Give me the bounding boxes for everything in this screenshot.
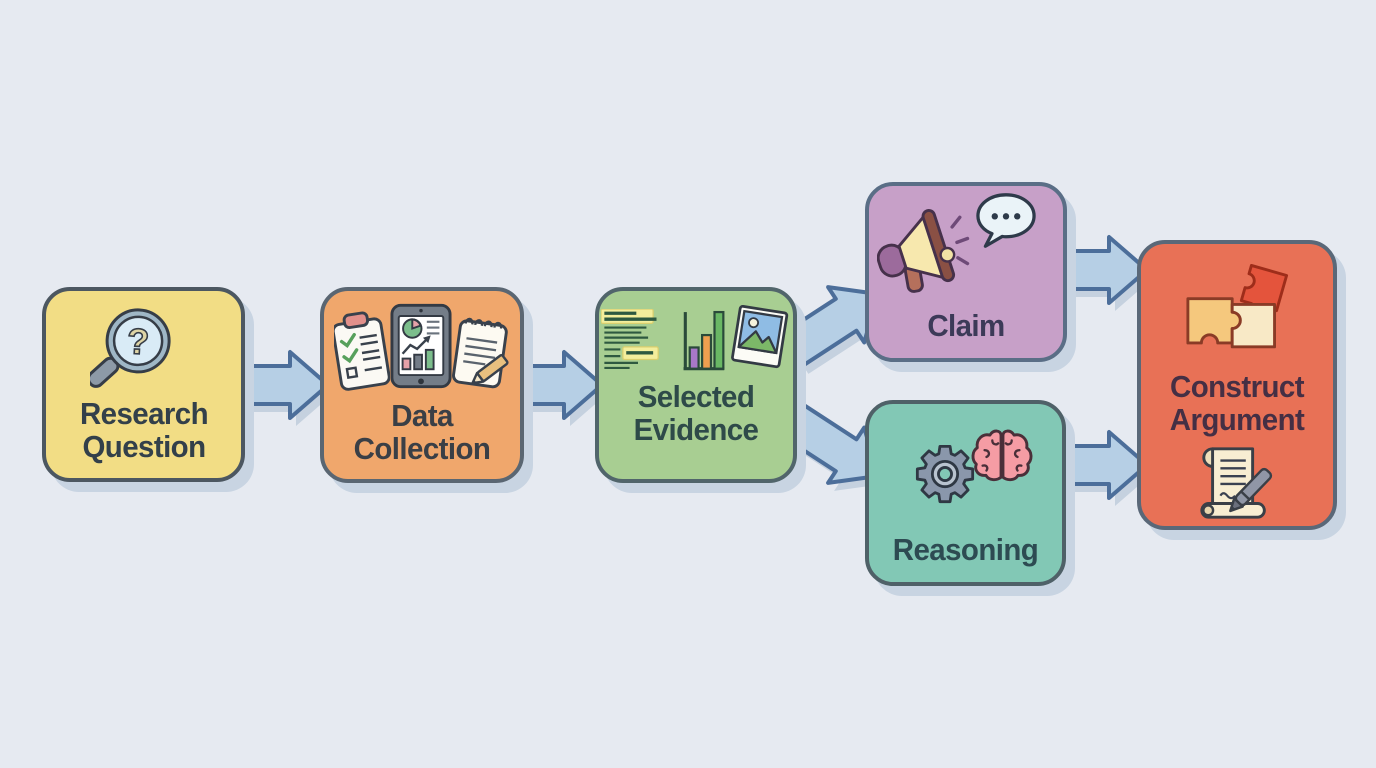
flow-arrow-reasoning-to-construct-argument: [1060, 430, 1149, 500]
speech-bubble-icon: [976, 193, 1036, 248]
claim-icons: [869, 186, 1063, 306]
gear-icon: [915, 444, 975, 504]
bar-chart-icon: [683, 310, 725, 371]
flow-arrow-claim-to-construct-argument: [1060, 235, 1149, 305]
reasoning-icons: [869, 404, 1062, 524]
selected-evidence-icons: [601, 305, 791, 374]
photo-polaroid-icon: [731, 305, 789, 369]
node-label: Research Question: [79, 396, 208, 465]
tablet-analytics-icon: [390, 303, 452, 389]
node-label: Data Collection: [353, 398, 491, 467]
magnifier-question-icon: ?: [89, 308, 171, 388]
flow-arrow-research-question-to-data-collection: [238, 350, 330, 420]
data-collection-icons: [334, 303, 510, 395]
scroll-pen-icon: [1200, 447, 1273, 519]
node-research-question: ? Research Question: [42, 287, 245, 482]
megaphone-icon: [877, 209, 970, 293]
node-data-collection: Data Collection: [320, 287, 524, 483]
node-label: Construct Argument: [1169, 369, 1305, 438]
puzzle-pieces-icon: [1186, 264, 1289, 349]
node-label: Selected Evidence: [633, 379, 759, 448]
svg-text:?: ?: [126, 320, 150, 362]
brain-icon: [971, 429, 1033, 482]
node-reasoning: Reasoning: [865, 400, 1066, 586]
node-label: Claim: [927, 307, 1005, 343]
node-selected-evidence: Selected Evidence: [595, 287, 797, 483]
node-construct-argument: Construct Argument: [1137, 240, 1337, 530]
node-claim: Claim: [865, 182, 1067, 362]
node-label: Reasoning: [892, 531, 1039, 567]
notepad-pencil-icon: [452, 317, 509, 389]
clipboard-checklist-icon: [334, 311, 390, 391]
flow-arrow-data-collection-to-selected-evidence: [516, 350, 604, 420]
highlighted-text-icon: [601, 309, 659, 370]
